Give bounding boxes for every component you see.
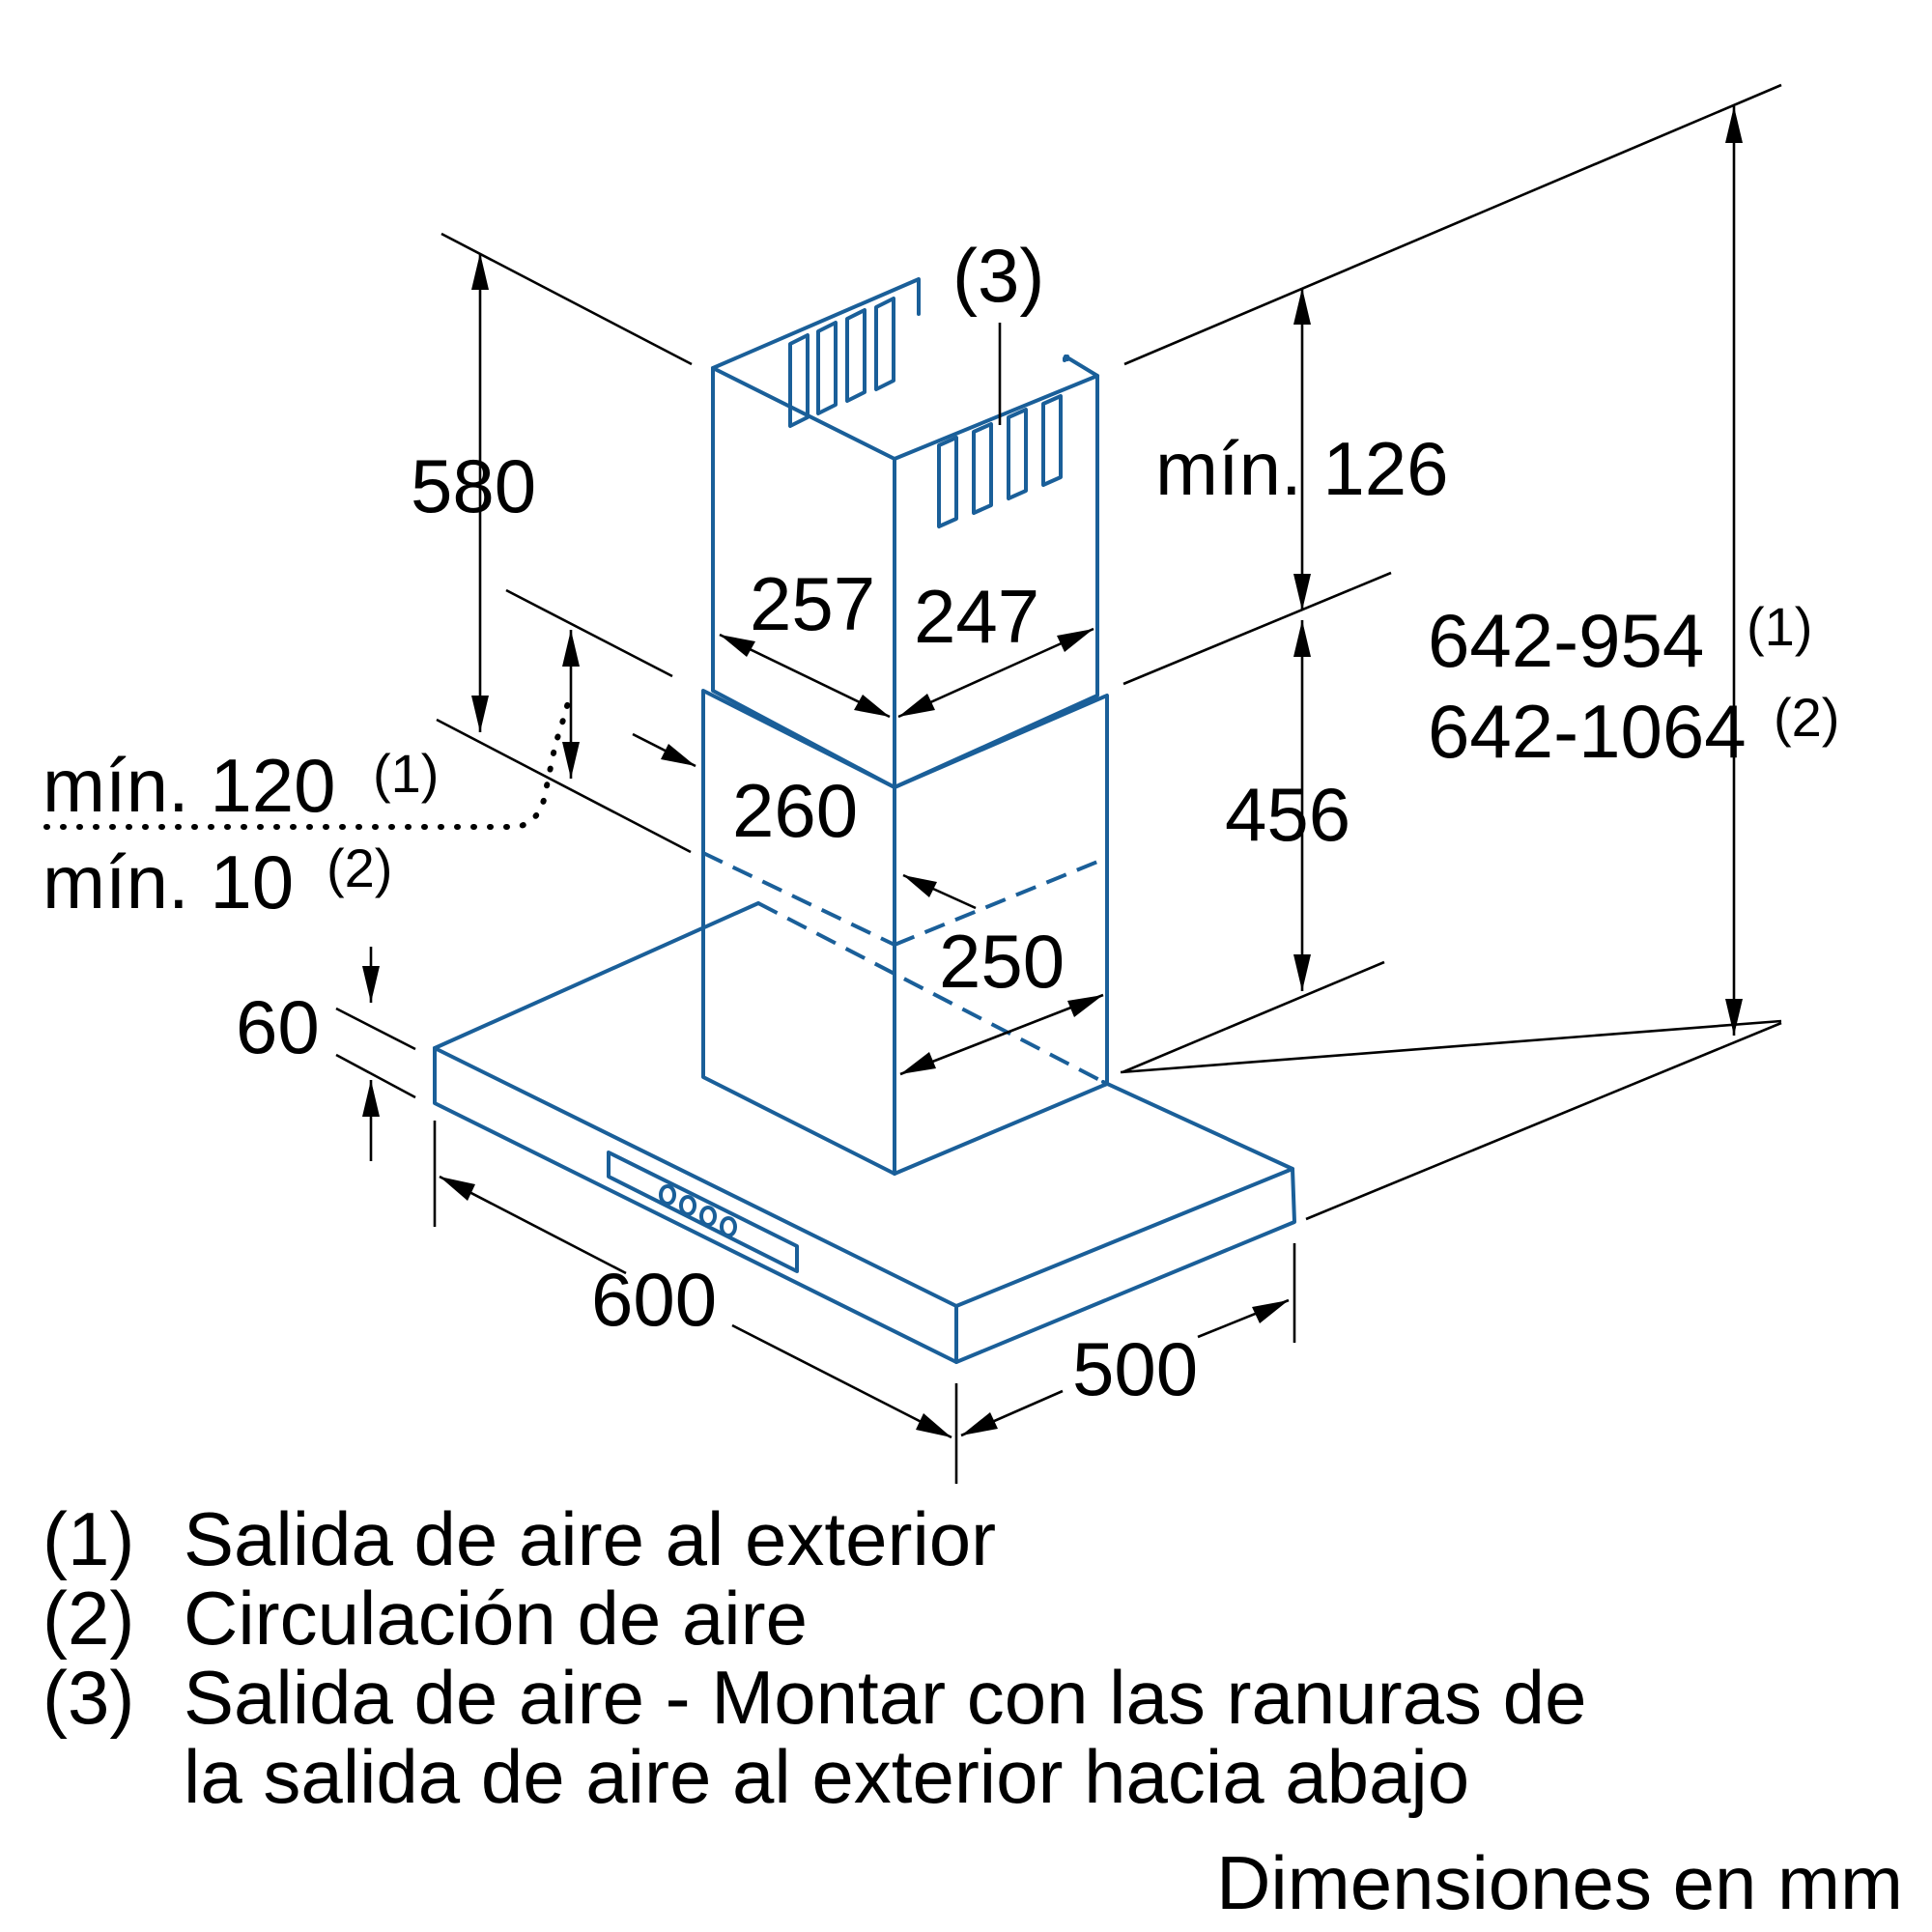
arrowheads <box>362 106 1743 1437</box>
lower-chimney-side <box>893 694 1109 1176</box>
legend-num-1: (1) <box>43 1496 134 1581</box>
hood-outline <box>433 277 1296 1364</box>
control-knob-2 <box>679 1195 696 1216</box>
min-clearance-dotted-line <box>43 699 571 830</box>
label-260: 260 <box>732 768 858 853</box>
control-knob-3 <box>699 1206 717 1227</box>
control-knob-4 <box>720 1216 737 1237</box>
label-500: 500 <box>1072 1326 1198 1411</box>
label-642-954: 642-954 <box>1428 598 1704 683</box>
control-knob-1 <box>659 1184 676 1206</box>
legend-text-3a: Salida de aire - Montar con las ranuras … <box>184 1655 1586 1740</box>
label-257: 257 <box>750 561 875 646</box>
canopy-top-right-edge <box>1101 1080 1294 1171</box>
units-note: Dimensiones en mm <box>1216 1840 1903 1925</box>
control-panel <box>607 1151 799 1273</box>
hidden-edge-1 <box>702 851 895 947</box>
chimney-top-right-lip <box>1063 355 1099 378</box>
label-60: 60 <box>236 984 320 1069</box>
label-580: 580 <box>411 443 536 528</box>
legend-num-3: (3) <box>43 1655 134 1740</box>
label-min-10: mín. 10 <box>43 839 294 924</box>
label-min-120-ref: (1) <box>373 743 439 804</box>
chimney-top-right-lip-2 <box>1064 355 1069 361</box>
legend-text-1: Salida de aire al exterior <box>184 1496 996 1581</box>
label-callout-3: (3) <box>952 233 1044 318</box>
outlet-slots-back <box>788 297 895 428</box>
label-min-126: mín. 126 <box>1155 426 1449 511</box>
label-250: 250 <box>939 919 1065 1004</box>
label-min-120: mín. 120 <box>43 743 336 828</box>
label-642-1064: 642-1064 <box>1428 689 1747 774</box>
legend-num-2: (2) <box>43 1576 134 1661</box>
dimension-labels: 580 mín. 126 257 247 260 456 250 642-954… <box>43 233 1839 1411</box>
canopy-top-left-edge <box>433 901 760 1050</box>
legend-text-2: Circulación de aire <box>184 1576 808 1661</box>
label-600: 600 <box>591 1257 717 1342</box>
legend-text-3b: la salida de aire al exterior hacia abaj… <box>184 1734 1469 1819</box>
label-642-1064-ref: (2) <box>1774 687 1839 748</box>
canopy-side-face <box>954 1167 1296 1364</box>
label-456: 456 <box>1225 772 1350 857</box>
label-247: 247 <box>914 574 1039 659</box>
label-642-954-ref: (1) <box>1747 596 1812 657</box>
upper-chimney-side <box>893 374 1099 789</box>
legend: (1) Salida de aire al exterior (2) Circu… <box>43 1496 1903 1925</box>
label-min-10-ref: (2) <box>327 838 392 898</box>
outlet-slots-front <box>937 394 1063 528</box>
upper-chimney-back-edge <box>711 277 921 370</box>
hidden-edge-2 <box>894 856 1108 947</box>
